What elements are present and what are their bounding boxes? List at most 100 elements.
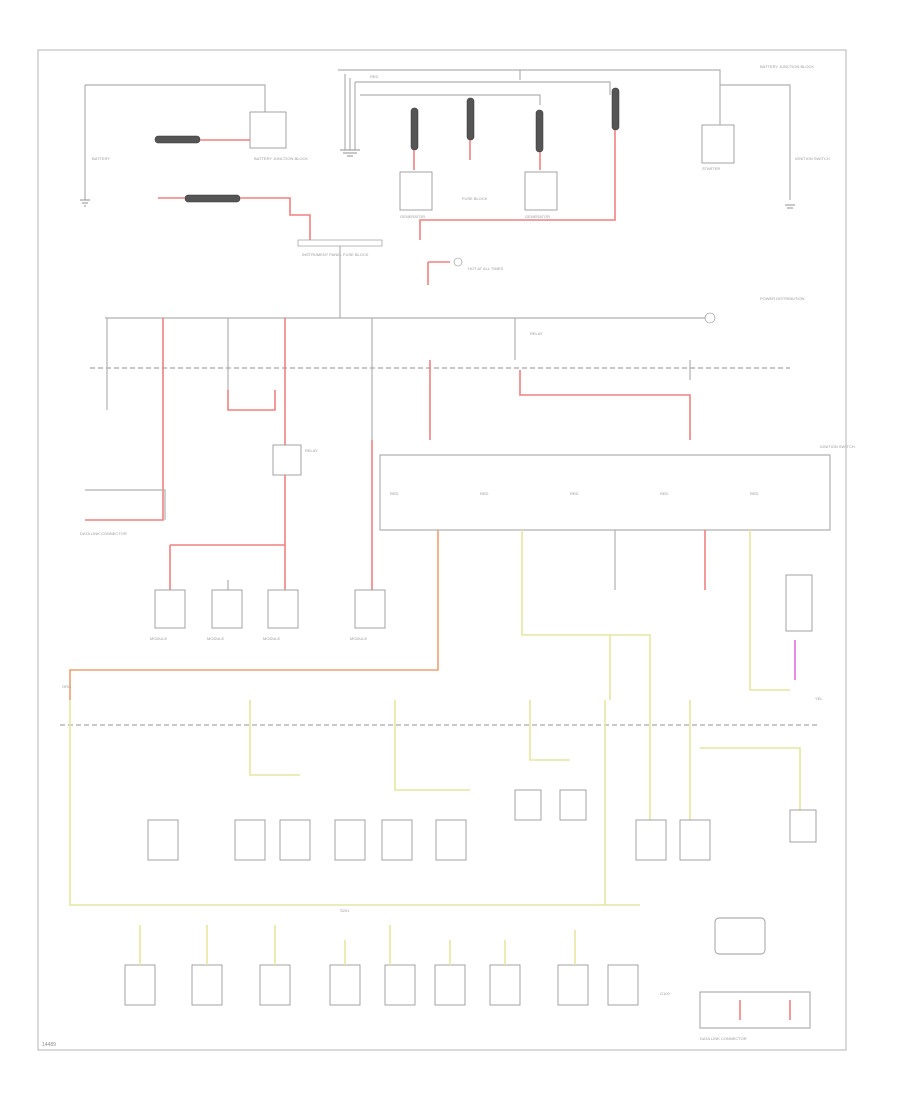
harness-wire [338, 69, 721, 95]
module-box [279, 819, 311, 861]
relay-label: RELAY [305, 448, 318, 453]
lower-section: ORG YEL [42, 684, 823, 1048]
generator-label: GENERATOR [400, 214, 425, 219]
relay-label: RELAY [530, 331, 543, 336]
connector [453, 257, 463, 267]
module-label: MODULE [263, 636, 280, 641]
starter-label: STARTER [702, 166, 720, 171]
data-link-label: DATA LINK CONNECTOR [80, 531, 127, 536]
module-box [435, 819, 467, 861]
module-box [559, 789, 587, 821]
switch-contact-label: RED [390, 491, 399, 496]
ground-symbol [340, 149, 360, 157]
switch-contact-label: RED [570, 491, 579, 496]
yellow-wire [521, 530, 651, 700]
module-label: MODULE [207, 636, 224, 641]
module-box [607, 964, 639, 1006]
connector [297, 239, 383, 247]
yellow-wire [700, 747, 801, 810]
module-box [381, 819, 413, 861]
ip-fuse-block-label: INSTRUMENT PANEL FUSE BLOCK [302, 252, 369, 257]
top-section: BATTERY BATTERY JUNCTION BLOCK RED BATTE… [80, 64, 830, 318]
data-link-connector [699, 991, 811, 1029]
switch-block [379, 454, 831, 531]
battery-feed-wire [85, 84, 266, 115]
ground-symbol [785, 204, 795, 209]
fuse [466, 97, 475, 141]
module-box [557, 964, 589, 1006]
corner-code: 14489 [42, 1042, 56, 1048]
battery-junction-top-label: BATTERY JUNCTION BLOCK [760, 64, 814, 69]
generator-box [399, 171, 433, 211]
yellow-wire [529, 700, 570, 761]
diagram-frame [37, 49, 847, 1051]
red-wire [419, 130, 616, 240]
ignition-switch-label: IGNITION SWITCH [795, 156, 830, 161]
harness-wire [720, 84, 791, 200]
red-wire [227, 390, 276, 411]
connector [704, 312, 716, 324]
power-distribution-label: POWER DISTRIBUTION [760, 296, 805, 301]
module-box [635, 819, 667, 861]
orange-wire [69, 530, 439, 700]
generator-label: GENERATOR [525, 214, 550, 219]
fuse [535, 109, 544, 153]
battery-junction-box [249, 111, 287, 149]
module-box [124, 964, 156, 1006]
module-label: MODULE [350, 636, 367, 641]
generator-box [524, 171, 558, 211]
data-link-bottom-label: DATA LINK CONNECTOR [700, 1036, 747, 1041]
wire [85, 489, 166, 520]
module-box [211, 589, 243, 629]
switch-contact-label: RED [660, 491, 669, 496]
ground-label: G100 [660, 991, 671, 996]
yellow-wire [394, 700, 470, 791]
module-box [354, 589, 386, 629]
fuse [410, 107, 419, 151]
yellow-wire [749, 530, 790, 691]
switch-contact-label: RED [480, 491, 489, 496]
battery-junction-label: BATTERY JUNCTION BLOCK [254, 156, 308, 161]
module-box [384, 964, 416, 1006]
hot-label: HOT AT ALL TIMES [468, 266, 503, 271]
fuse [611, 87, 620, 131]
splice-label: S201 [340, 908, 350, 913]
battery-label: BATTERY [92, 156, 110, 161]
module-box [489, 964, 521, 1006]
module-box [259, 964, 291, 1006]
wire-yel-label: YEL [815, 696, 823, 701]
yellow-wire [69, 700, 640, 906]
harness-wire [360, 94, 541, 105]
module-box [679, 819, 711, 861]
module-box [789, 809, 817, 843]
red-wire [240, 197, 311, 240]
module-box [514, 789, 542, 821]
module-box [267, 589, 299, 629]
module-box [334, 819, 366, 861]
module-box [191, 964, 223, 1006]
module-box [147, 819, 179, 861]
red-wire [427, 261, 450, 285]
relay-box [272, 444, 302, 476]
fuse-block-box [785, 574, 813, 632]
switch-label: IGNITION SWITCH [820, 444, 855, 449]
starter-box [701, 124, 735, 164]
harness-wire [355, 81, 611, 95]
module-box [234, 819, 266, 861]
fusible-link [154, 135, 201, 144]
red-wire [85, 318, 164, 521]
yellow-wire [249, 700, 300, 776]
fuse-block-label: FUSE BLOCK [462, 196, 488, 201]
module-box [329, 964, 361, 1006]
wire-org-label: ORG [62, 684, 71, 689]
red-wire [519, 370, 691, 440]
module-box [434, 964, 466, 1006]
module-label: MODULE [150, 636, 167, 641]
harness-label: RED [370, 74, 379, 79]
module-box [154, 589, 186, 629]
ground-symbol [80, 199, 90, 207]
switch-contact-label: RED [750, 491, 759, 496]
fusible-link [184, 194, 241, 203]
connector-box [714, 917, 766, 955]
